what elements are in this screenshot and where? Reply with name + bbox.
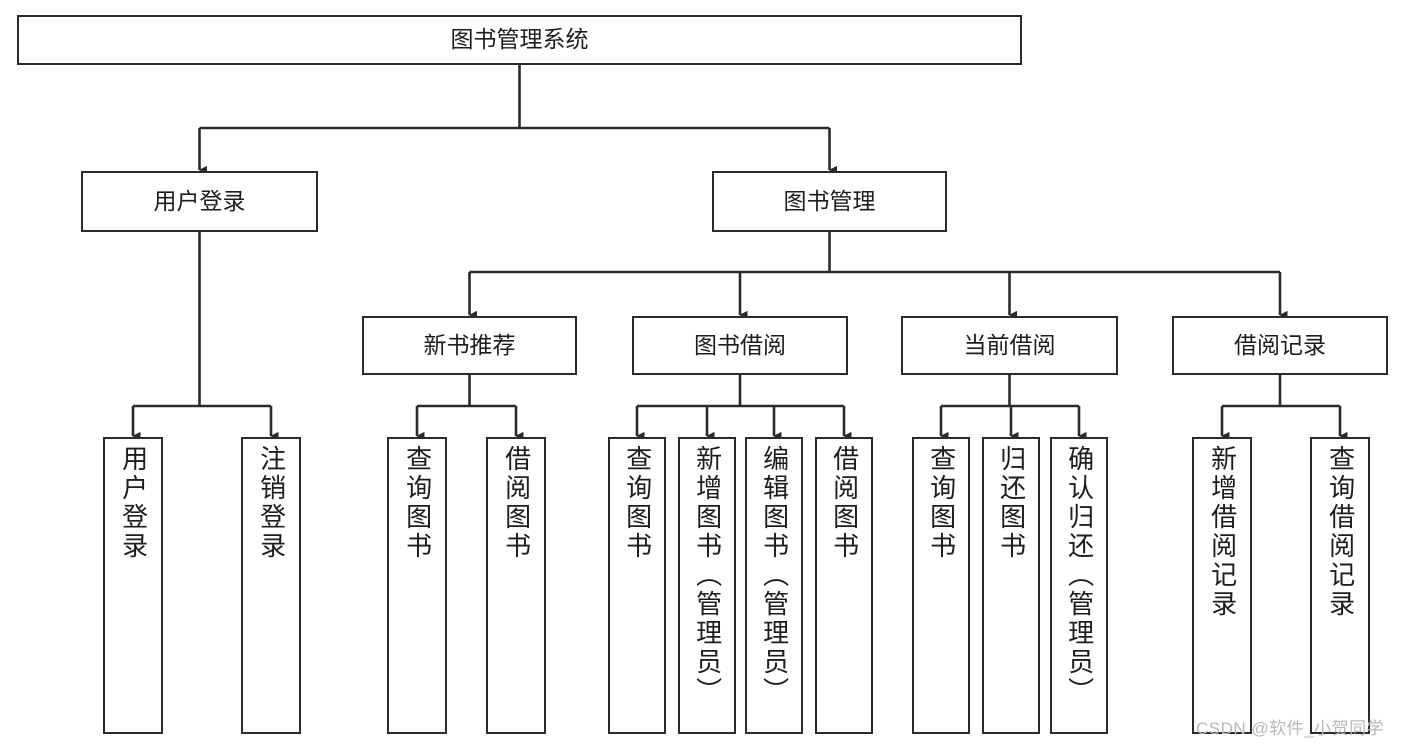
node-leaf-return-book[interactable]: 归还图书 <box>982 437 1040 734</box>
node-leaf-confirm-return[interactable]: 确认归还（管理员） <box>1050 437 1108 734</box>
node-leaf-query-record[interactable]: 查询借阅记录 <box>1310 437 1370 734</box>
node-label-leaf-user-login: 用户登录 <box>118 445 149 561</box>
node-leaf-add-record[interactable]: 新增借阅记录 <box>1192 437 1252 734</box>
node-label-borrow-record: 借阅记录 <box>1234 331 1326 358</box>
node-borrow-record[interactable]: 借阅记录 <box>1172 316 1388 375</box>
node-leaf-user-login[interactable]: 用户登录 <box>103 437 163 734</box>
node-current-borrow[interactable]: 当前借阅 <box>901 316 1118 375</box>
node-leaf-query-book-1[interactable]: 查询图书 <box>387 437 447 734</box>
node-label-root: 图书管理系统 <box>450 26 589 53</box>
node-label-leaf-borrow-book-1: 借阅图书 <box>501 445 532 561</box>
node-leaf-query-book-3[interactable]: 查询图书 <box>912 437 970 734</box>
node-leaf-logout[interactable]: 注销登录 <box>241 437 301 734</box>
node-label-user-login: 用户登录 <box>153 187 246 214</box>
node-root[interactable]: 图书管理系统 <box>17 15 1022 65</box>
edge-layer <box>131 65 1348 441</box>
node-label-leaf-edit-book: 编辑图书（管理员） <box>759 445 790 706</box>
node-book-borrow[interactable]: 图书借阅 <box>632 316 848 375</box>
node-leaf-add-book[interactable]: 新增图书（管理员） <box>678 437 736 734</box>
node-label-leaf-return-book: 归还图书 <box>996 445 1027 561</box>
node-label-leaf-query-record: 查询借阅记录 <box>1325 445 1356 619</box>
node-label-leaf-logout: 注销登录 <box>256 445 287 561</box>
node-user-login[interactable]: 用户登录 <box>81 171 318 232</box>
node-label-leaf-borrow-book-2: 借阅图书 <box>829 445 860 561</box>
node-label-leaf-query-book-1: 查询图书 <box>402 445 433 561</box>
node-book-manage[interactable]: 图书管理 <box>712 171 947 232</box>
node-label-leaf-confirm-return: 确认归还（管理员） <box>1064 445 1095 706</box>
node-label-leaf-query-book-3: 查询图书 <box>926 445 957 561</box>
node-leaf-query-book-2[interactable]: 查询图书 <box>608 437 666 734</box>
node-leaf-edit-book[interactable]: 编辑图书（管理员） <box>745 437 803 734</box>
node-leaf-borrow-book-1[interactable]: 借阅图书 <box>486 437 546 734</box>
node-label-leaf-add-record: 新增借阅记录 <box>1207 445 1238 619</box>
node-label-book-borrow: 图书借阅 <box>694 331 786 358</box>
node-label-leaf-add-book: 新增图书（管理员） <box>692 445 723 706</box>
node-label-current-borrow: 当前借阅 <box>963 331 1056 358</box>
node-leaf-borrow-book-2[interactable]: 借阅图书 <box>815 437 873 734</box>
node-label-book-manage: 图书管理 <box>783 187 876 214</box>
node-label-leaf-query-book-2: 查询图书 <box>622 445 653 561</box>
node-new-book-rec[interactable]: 新书推荐 <box>362 316 577 375</box>
node-label-new-book-rec: 新书推荐 <box>423 331 516 358</box>
